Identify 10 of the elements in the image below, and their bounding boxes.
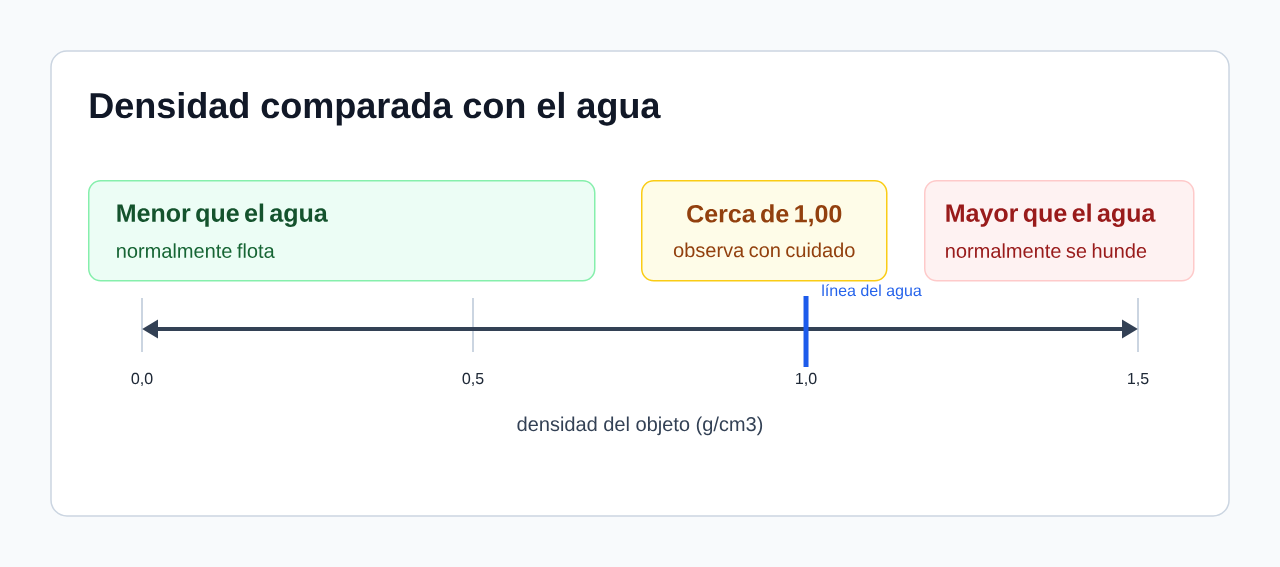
tick-label: 1,5 xyxy=(1128,373,1149,387)
category-box: Menor que el agua normalmente flota xyxy=(88,180,596,282)
category-box: Cerca de 1,00 observa con cuidado xyxy=(641,180,888,282)
title: Densidad comparada con el agua xyxy=(90,91,661,126)
category-box: Mayor que el agua normalmente se hunde xyxy=(924,180,1195,282)
tick-label: 0,0 xyxy=(131,372,153,387)
water-line-label: línea del agua xyxy=(822,284,922,300)
tick-label: 1,0 xyxy=(796,372,817,387)
tick-label: 0,5 xyxy=(462,372,484,387)
axis-label: densidad del objeto (g/cm3) xyxy=(517,416,763,436)
